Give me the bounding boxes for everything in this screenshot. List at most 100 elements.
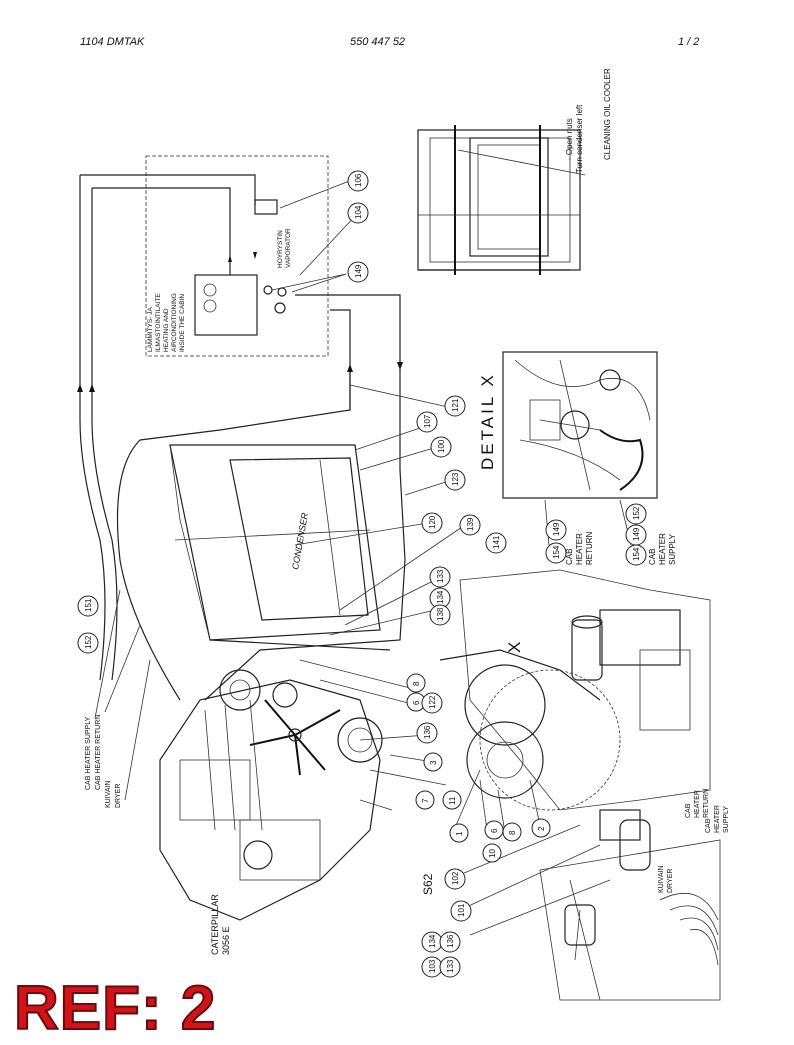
svg-text:8: 8: [508, 830, 517, 835]
lower-cab-heater-return-1: CAB: [685, 803, 692, 818]
lower-right-machinery: [439, 569, 721, 1001]
callout-122: 122: [421, 692, 443, 714]
condenser-label: CONDENSER: [290, 511, 310, 570]
callout-152a: 152: [625, 503, 647, 525]
lower-cab-heater-supply-1: CAB: [705, 818, 712, 833]
svg-text:138: 138: [436, 607, 445, 621]
svg-text:122: 122: [428, 695, 437, 709]
svg-text:11: 11: [448, 796, 457, 805]
detail-supply: SUPPLY: [668, 533, 677, 565]
evaporator-text-2: VAPORATOR: [285, 228, 292, 268]
callout-100: 100: [430, 436, 452, 458]
callout-133b: 133: [439, 956, 461, 978]
svg-text:104: 104: [354, 205, 363, 219]
note-open-nuts: - Open nuts: [565, 118, 574, 160]
cabin-text-1: LAMMITYS- JA: [147, 307, 154, 352]
left-kuivain: KUIVAIN: [105, 781, 112, 809]
callout-106: 106: [347, 170, 369, 192]
svg-text:1: 1: [455, 831, 464, 836]
callout-120: 120: [421, 512, 443, 534]
svg-text:100: 100: [437, 439, 446, 453]
callout-6b: 6: [484, 820, 504, 840]
svg-text:154: 154: [552, 545, 561, 559]
left-cab-heater-supply: CAB HEATER SUPPLY: [85, 716, 92, 790]
detail-return: RETURN: [585, 531, 594, 565]
callout-149a: 149: [545, 519, 567, 541]
callout-7: 7: [415, 790, 435, 810]
svg-text:7: 7: [421, 798, 430, 803]
detail-heater-1: HEATER: [575, 533, 584, 565]
callout-104: 104: [347, 202, 369, 224]
lower-kuivain: KUIVAIN: [658, 866, 665, 894]
cabin-text-3: HEATING AND: [163, 308, 170, 352]
callout-107: 107: [416, 411, 438, 433]
hose-lines: [77, 174, 406, 701]
callout-1: 1: [449, 823, 469, 843]
callout-121: 121: [444, 395, 466, 417]
detail-cab-2: CAB: [648, 549, 657, 565]
svg-text:152: 152: [84, 635, 93, 649]
cabin-text-4: AIRCONDITIONING: [171, 293, 178, 352]
svg-text:10: 10: [488, 849, 497, 858]
svg-text:134: 134: [428, 934, 437, 948]
callout-101: 101: [450, 900, 472, 922]
note-cleaning-oil-cooler: CLEANING OIL COOLER: [603, 68, 612, 160]
callout-8: 8: [406, 673, 426, 693]
svg-text:106: 106: [354, 173, 363, 187]
svg-text:133: 133: [436, 569, 445, 583]
engine-model-label: 3056 E: [221, 926, 231, 955]
lower-cab-heater-supply-2: HEATER: [714, 805, 721, 833]
callout-134: 134: [429, 587, 451, 609]
svg-text:149: 149: [552, 522, 561, 536]
callout-139-140: 139: [459, 514, 481, 536]
lower-cab-heater-supply-3: SUPPLY: [723, 806, 730, 833]
cabin-text-5: INSIDE THE CABIN: [179, 294, 186, 352]
svg-text:2: 2: [537, 826, 546, 831]
callout-149: 149: [347, 261, 369, 283]
svg-text:3: 3: [429, 760, 438, 765]
svg-text:123: 123: [451, 472, 460, 486]
svg-text:133: 133: [446, 959, 455, 973]
callout-136: 136: [416, 722, 438, 744]
svg-text:134: 134: [436, 590, 445, 604]
svg-text:152: 152: [632, 506, 641, 520]
header-part-number: 550 447 52: [350, 36, 406, 48]
callout-11: 11: [442, 790, 462, 810]
callout-152: 152: [77, 632, 99, 654]
svg-text:141: 141: [492, 535, 501, 549]
lower-cab-heater-return-3: RETURN: [703, 789, 710, 818]
callout-151: 151: [77, 595, 99, 617]
callout-133: 133: [429, 566, 451, 588]
svg-text:103: 103: [428, 959, 437, 973]
engine-brand-label: CATERPILLAR: [210, 894, 220, 955]
note-turn-condenser: - Turn condenser left: [575, 104, 584, 178]
callout-102: 102: [444, 868, 466, 890]
reference-tag: REF: 2: [13, 974, 217, 1043]
svg-text:121: 121: [451, 398, 460, 412]
callout-136b: 136: [439, 931, 461, 953]
engine: [159, 669, 383, 921]
s62-label: S62: [421, 873, 435, 895]
callout-leaders: [271, 179, 632, 936]
callout-149b: 149: [625, 524, 647, 546]
svg-text:107: 107: [423, 414, 432, 428]
callout-123: 123: [444, 469, 466, 491]
left-dryer: DRYER: [115, 784, 122, 808]
svg-text:6: 6: [412, 700, 421, 705]
main-condenser: [169, 444, 391, 651]
callout-154b: 154: [625, 544, 647, 566]
detail-heater-2: HEATER: [658, 533, 667, 565]
detail-x-box: [502, 351, 658, 499]
svg-text:136: 136: [423, 725, 432, 739]
lower-dryer: DRYER: [667, 869, 674, 893]
callout-138: 138: [429, 604, 451, 626]
callout-8b: 8: [502, 822, 522, 842]
callout-2: 2: [531, 818, 551, 838]
cabin-unit-box: [145, 155, 329, 357]
svg-text:120: 120: [428, 515, 437, 529]
callout-10: 10: [482, 843, 502, 863]
svg-text:136: 136: [446, 934, 455, 948]
callout-103: 103: [421, 956, 443, 978]
evaporator-text-1: HOYRYSTIN: [277, 230, 284, 268]
